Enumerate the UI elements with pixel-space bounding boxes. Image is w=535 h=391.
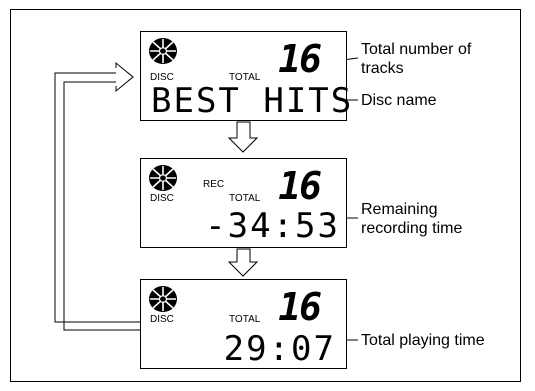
disc-name-text: BEST HITS — [151, 81, 354, 121]
total-label: TOTAL — [229, 193, 261, 204]
label-total-tracks: Total number of tracks — [361, 40, 471, 78]
track-count: 16 — [278, 164, 322, 208]
label-remaining-line2: recording time — [361, 220, 463, 237]
label-total-playing: Total playing time — [361, 332, 485, 349]
label-remaining: Remaining recording time — [361, 200, 462, 238]
lcd-display-remaining-time: DISC REC TOTAL 16 -34:53 — [140, 158, 347, 248]
loop-back-arrow — [54, 72, 140, 323]
label-total-tracks-line2: tracks — [361, 60, 404, 77]
loop-arrowhead — [115, 61, 134, 93]
track-count: 16 — [278, 37, 322, 81]
down-arrow-1 — [227, 121, 259, 153]
disc-label: DISC — [150, 193, 174, 204]
total-label: TOTAL — [229, 72, 261, 83]
diagram-frame — [10, 9, 521, 382]
disc-label: DISC — [150, 314, 174, 325]
disc-label: DISC — [150, 72, 174, 83]
remaining-time-text: -34:53 — [205, 206, 340, 246]
total-label: TOTAL — [229, 314, 261, 325]
down-arrow-2 — [227, 248, 259, 277]
total-time-text: 29:07 — [223, 329, 336, 369]
label-total-tracks-line1: Total number of — [361, 41, 472, 58]
disc-icon — [149, 286, 177, 312]
label-remaining-line1: Remaining — [361, 201, 438, 218]
disc-icon — [149, 38, 177, 64]
label-disc-name: Disc name — [361, 92, 437, 109]
lcd-display-disc-name: DISC TOTAL 16 BEST HITS — [140, 31, 351, 121]
track-count: 16 — [278, 285, 322, 329]
rec-label: REC — [203, 179, 225, 190]
disc-icon — [149, 165, 177, 191]
lcd-display-total-time: DISC TOTAL 16 29:07 — [140, 279, 347, 369]
